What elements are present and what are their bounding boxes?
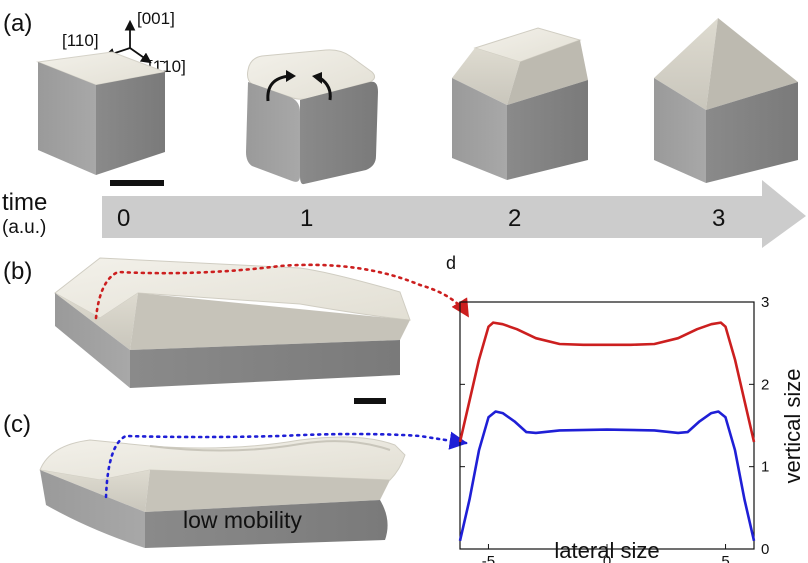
crystal-cube-t0 — [36, 51, 167, 175]
y-tick-label: 1 — [761, 459, 769, 476]
y-tick-label: 3 — [761, 294, 769, 311]
scale-bar-a — [110, 180, 164, 186]
crystal-concave-top-b — [54, 257, 411, 388]
blue-profile-connector — [104, 431, 468, 499]
crystal-truncated-pyramid-t2 — [452, 27, 588, 180]
direction-001-label: [001] — [137, 9, 175, 28]
scale-bar-b — [354, 398, 386, 404]
low-mobility-caption: low mobility — [183, 507, 302, 533]
direction-110-label: [110] — [62, 31, 99, 50]
time-tick-1: 1 — [300, 205, 313, 232]
y-tick-label: 2 — [761, 376, 769, 393]
y-tick-label: 0 — [761, 541, 769, 558]
crystal-pyramid-t3 — [654, 18, 798, 183]
x-axis-label: lateral size — [554, 538, 659, 563]
time-label: time — [2, 189, 47, 216]
blue-profile-line — [458, 410, 756, 542]
panel-b-label: (b) — [3, 258, 32, 285]
profile-chart: -5 0 5 0 1 2 3 lateral size vertical size — [458, 294, 805, 563]
crystal-direction-axes: [001] [110] [1̄10] — [62, 9, 186, 76]
panel-a-label: (a) — [3, 10, 32, 37]
panel-d-label: d — [446, 253, 456, 273]
time-arrow — [102, 180, 806, 248]
time-units-label: (a.u.) — [2, 217, 46, 238]
crystal-rounded-t1 — [246, 49, 378, 185]
y-axis-label: vertical size — [780, 369, 805, 484]
x-tick-label: 5 — [721, 553, 729, 563]
time-tick-3: 3 — [712, 205, 725, 232]
x-tick-label: -5 — [482, 553, 495, 563]
time-tick-2: 2 — [508, 205, 521, 232]
red-profile-connector — [94, 263, 470, 320]
x-tick-label: 0 — [603, 553, 611, 563]
time-tick-0: 0 — [117, 205, 130, 232]
panel-c-label: (c) — [3, 411, 31, 438]
crystal-low-mobility-c — [39, 436, 406, 548]
red-profile-line — [458, 321, 756, 443]
plot-frame — [459, 301, 755, 550]
